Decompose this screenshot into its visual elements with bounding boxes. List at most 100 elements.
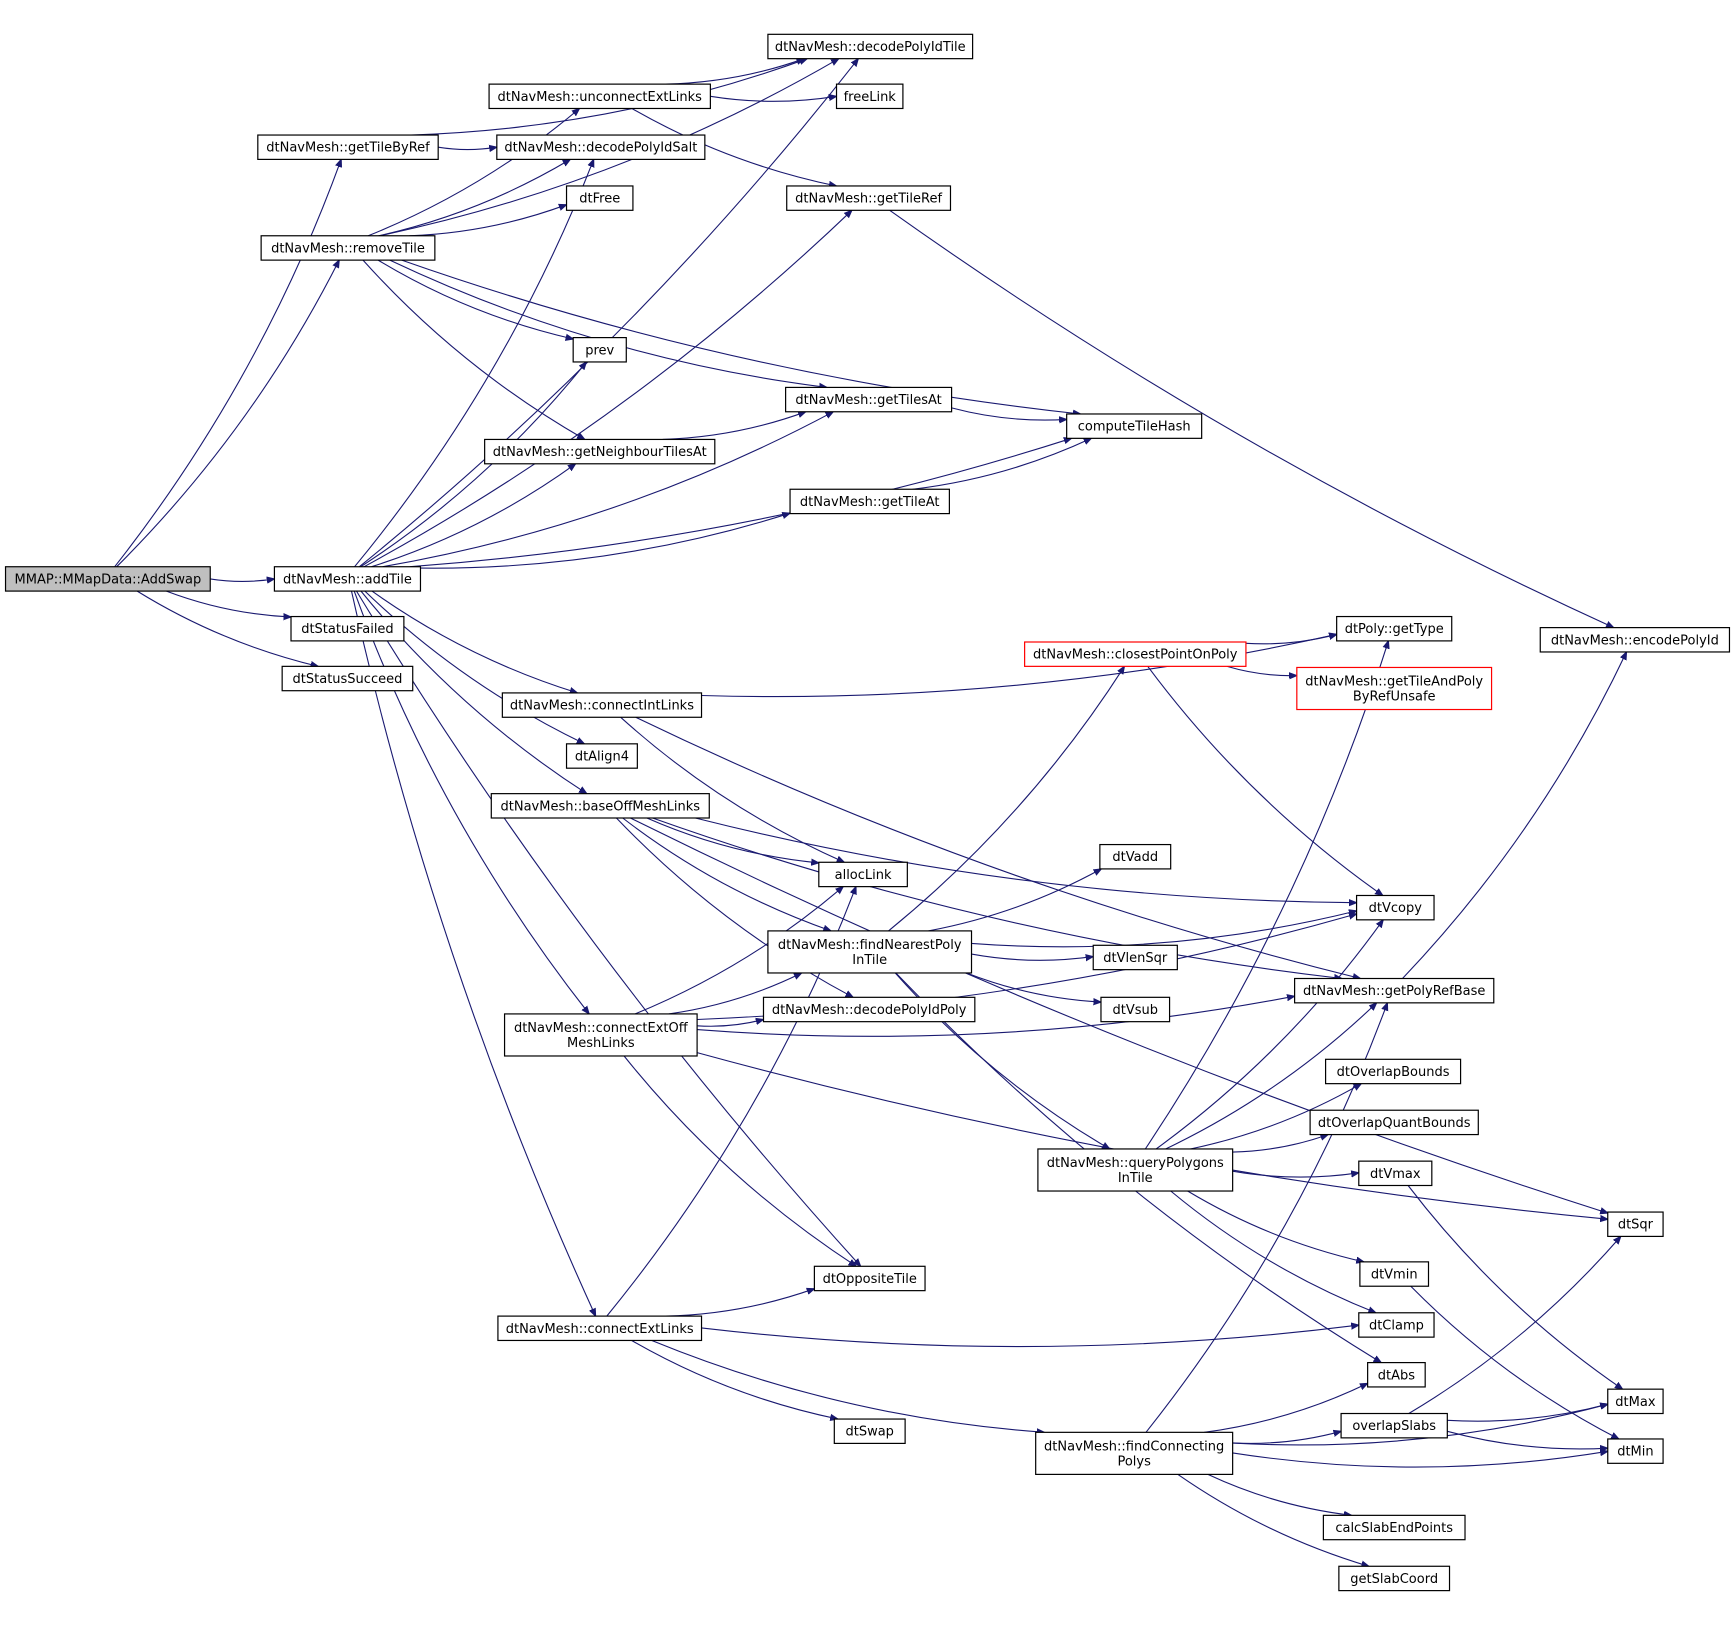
node-removeTile[interactable]: dtNavMesh::removeTile — [260, 235, 436, 261]
node-label: dtNavMesh::getNeighbourTilesAt — [493, 445, 707, 460]
node-dtOppositeTile[interactable]: dtOppositeTile — [813, 1265, 926, 1292]
node-dtStatusFailed[interactable]: dtStatusFailed — [290, 615, 405, 642]
node-getTilesAt[interactable]: dtNavMesh::getTilesAt — [785, 386, 953, 413]
node-dtOverlapQuantBounds[interactable]: dtOverlapQuantBounds — [1309, 1109, 1479, 1136]
node-connectIntLinks[interactable]: dtNavMesh::connectIntLinks — [501, 692, 703, 718]
edge-baseOffMeshLinks-to-allocLink — [646, 817, 819, 863]
node-getType[interactable]: dtPoly::getType — [1336, 615, 1453, 642]
edge — [362, 259, 585, 439]
node-dtVcopy[interactable]: dtVcopy — [1355, 894, 1435, 921]
edge-baseOffMeshLinks-to-decodePolyIdPoly — [616, 817, 853, 997]
node-box — [273, 566, 422, 592]
edge — [662, 412, 806, 440]
node-allocLink[interactable]: allocLink — [818, 861, 908, 888]
node-box — [257, 134, 439, 160]
edge — [1232, 1171, 1359, 1177]
edge — [210, 579, 274, 582]
node-label: getSlabCoord — [1350, 1572, 1438, 1587]
node-addTile[interactable]: dtNavMesh::addTile — [273, 566, 422, 592]
node-label: dtNavMesh::queryPolygons — [1047, 1156, 1224, 1171]
node-label: dtNavMesh::removeTile — [271, 241, 425, 256]
node-dtVmin[interactable]: dtVmin — [1359, 1261, 1430, 1287]
node-label: freeLink — [844, 90, 897, 105]
node-dtAbs[interactable]: dtAbs — [1367, 1361, 1426, 1388]
node-label: allocLink — [835, 868, 892, 883]
node-dtStatusSucceed[interactable]: dtStatusSucceed — [281, 665, 414, 692]
node-box — [789, 488, 950, 515]
node-label: dtNavMesh::unconnectExtLinks — [498, 90, 703, 105]
edge — [631, 1340, 838, 1420]
node-label: InTile — [1118, 1171, 1153, 1186]
node-overlapSlabs[interactable]: overlapSlabs — [1340, 1412, 1448, 1439]
node-dtSwap[interactable]: dtSwap — [833, 1418, 906, 1444]
node-decodePolyIdTile[interactable]: dtNavMesh::decodePolyIdTile — [767, 33, 974, 60]
node-dtMin[interactable]: dtMin — [1607, 1438, 1664, 1464]
node-getPolyRefBase[interactable]: dtNavMesh::getPolyRefBase — [1294, 977, 1495, 1004]
node-label: dtVadd — [1112, 850, 1158, 865]
node-dtOverlapBounds[interactable]: dtOverlapBounds — [1324, 1058, 1462, 1085]
node-dtVlenSqr[interactable]: dtVlenSqr — [1092, 944, 1178, 971]
edge — [701, 1325, 1359, 1348]
edge-queryPolygonsInTile-to-dtVmax — [1232, 1171, 1359, 1177]
node-box — [1099, 843, 1172, 870]
node-label: dtNavMesh::closestPointOnPoly — [1033, 648, 1238, 663]
edge — [409, 205, 567, 237]
node-getNeighbourTilesAt[interactable]: dtNavMesh::getNeighbourTilesAt — [484, 438, 716, 465]
node-decodePolyIdSalt[interactable]: dtNavMesh::decodePolyIdSalt — [496, 134, 706, 160]
edge-addTile-to-decodePolyIdSalt — [354, 159, 594, 568]
node-closestPointOnPoly[interactable]: dtNavMesh::closestPointOnPoly — [1024, 641, 1247, 667]
node-unconnectExtLinks[interactable]: dtNavMesh::unconnectExtLinks — [488, 83, 711, 110]
edge-baseOffMeshLinks-to-dtVcopy — [695, 817, 1356, 903]
edge — [635, 716, 1361, 978]
node-dtSqr[interactable]: dtSqr — [1607, 1211, 1664, 1238]
edge — [1226, 665, 1297, 675]
node-label: InTile — [852, 953, 887, 968]
edge — [1155, 920, 1383, 1150]
node-getTileAt[interactable]: dtNavMesh::getTileAt — [789, 488, 950, 515]
node-label: dtNavMesh::getPolyRefBase — [1303, 984, 1485, 999]
edge — [354, 159, 594, 568]
edge-findConnectingPolys-to-dtMin — [1232, 1451, 1608, 1468]
node-getSlabCoord[interactable]: getSlabCoord — [1338, 1565, 1451, 1592]
node-label: dtNavMesh::baseOffMeshLinks — [501, 799, 701, 814]
node-root[interactable]: MMAP::MMapData::AddSwap — [4, 566, 211, 592]
node-box — [1358, 1312, 1435, 1338]
edge — [1408, 1236, 1621, 1414]
edge — [1407, 1185, 1623, 1390]
node-encodePolyId[interactable]: dtNavMesh::encodePolyId — [1539, 627, 1731, 653]
node-dtVadd[interactable]: dtVadd — [1099, 843, 1172, 870]
node-label: dtNavMesh::addTile — [283, 572, 412, 587]
node-box — [1359, 1261, 1430, 1287]
edge-addTile-to-dtOppositeTile — [356, 590, 861, 1266]
edge-findNearestPolyInTile-to-dtVcopy — [971, 911, 1357, 948]
node-dtClamp[interactable]: dtClamp — [1358, 1312, 1435, 1338]
node-computeTileHash[interactable]: computeTileHash — [1066, 413, 1203, 439]
edge-getTileRef-to-encodePolyId — [889, 209, 1614, 627]
node-label: dtOverlapQuantBounds — [1318, 1116, 1471, 1131]
node-calcSlabEndPoints[interactable]: calcSlabEndPoints — [1322, 1514, 1466, 1541]
node-freeLink[interactable]: freeLink — [835, 83, 904, 110]
node-connectExtLinks[interactable]: dtNavMesh::connectExtLinks — [497, 1315, 703, 1342]
node-prev[interactable]: prev — [572, 337, 627, 363]
node-getTileRef[interactable]: dtNavMesh::getTileRef — [786, 185, 952, 211]
node-dtVsub[interactable]: dtVsub — [1100, 996, 1171, 1023]
edge — [1187, 1190, 1364, 1262]
node-dtFree[interactable]: dtFree — [565, 185, 634, 211]
edge-dtVmax-to-dtMax — [1407, 1185, 1623, 1390]
node-dtMax[interactable]: dtMax — [1607, 1388, 1664, 1415]
node-baseOffMeshLinks[interactable]: dtNavMesh::baseOffMeshLinks — [490, 793, 710, 819]
node-dtVmax[interactable]: dtVmax — [1358, 1160, 1433, 1187]
node-decodePolyIdPoly[interactable]: dtNavMesh::decodePolyIdPoly — [762, 996, 976, 1023]
node-label: dtVcopy — [1369, 901, 1423, 916]
edge-root-to-dtStatusSucceed — [136, 590, 318, 666]
node-dtAlign4[interactable]: dtAlign4 — [565, 743, 638, 769]
edge — [912, 438, 1092, 490]
node-getTileByRef[interactable]: dtNavMesh::getTileByRef — [257, 134, 439, 160]
edge — [356, 590, 861, 1266]
edge — [695, 817, 1356, 903]
